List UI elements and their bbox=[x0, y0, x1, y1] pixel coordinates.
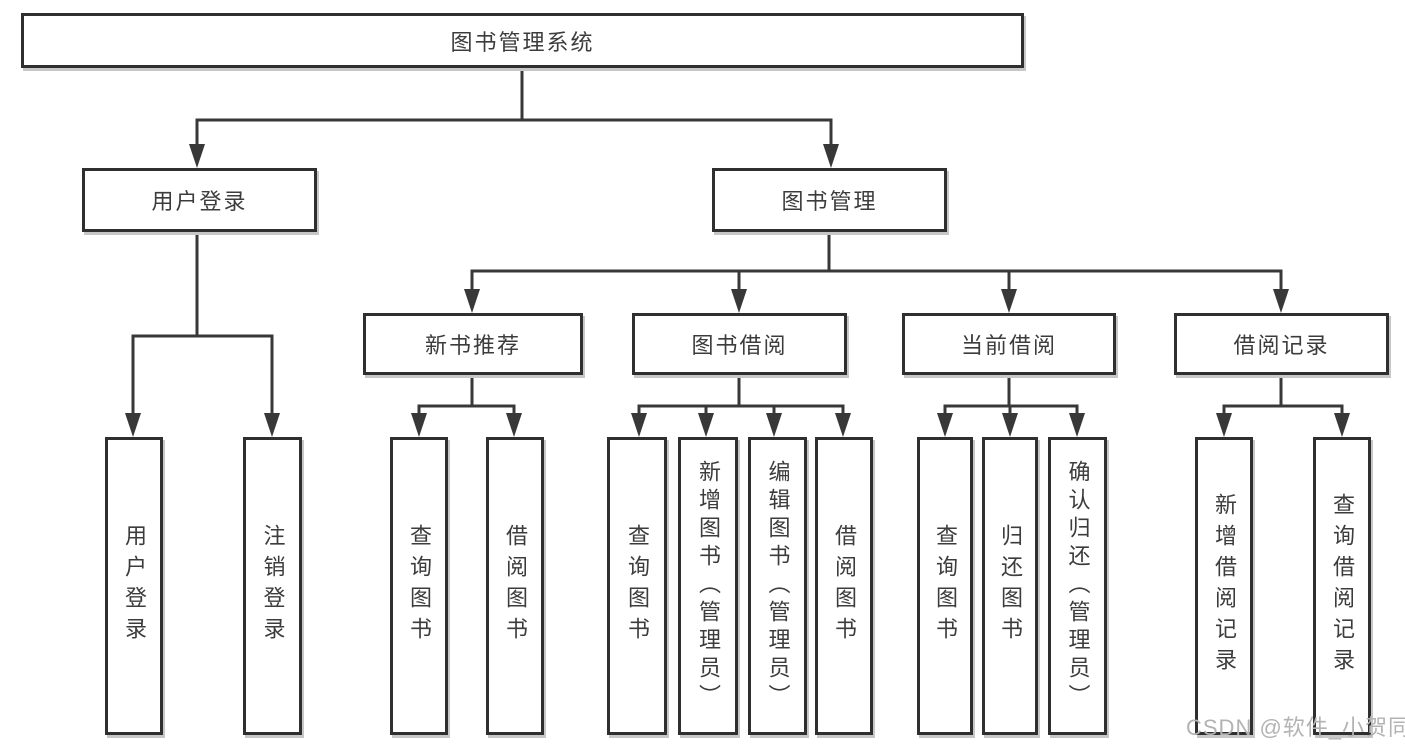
leaf-query-books-borrow-label: 查询图书 bbox=[625, 524, 650, 648]
book-borrowing-node-label: 图书借阅 bbox=[691, 333, 788, 358]
leaf-query-books-borrow: 查询图书 bbox=[607, 437, 667, 735]
leaf-confirm-return-admin-label: 确认归还（管理员） bbox=[1065, 460, 1091, 712]
user-login-node: 用户登录 bbox=[82, 168, 317, 232]
current-borrowing-node-label: 当前借阅 bbox=[960, 333, 1057, 358]
borrowing-records-node: 借阅记录 bbox=[1174, 313, 1389, 375]
borrowing-records-node-label: 借阅记录 bbox=[1233, 333, 1330, 358]
leaf-add-books-admin: 新增图书（管理员） bbox=[678, 437, 738, 735]
leaf-user-login: 用户登录 bbox=[105, 437, 163, 735]
root-node-library-management-system: 图书管理系统 bbox=[21, 13, 1024, 68]
leaf-return-books: 归还图书 bbox=[982, 437, 1038, 735]
leaf-query-books-current-label: 查询图书 bbox=[933, 524, 958, 648]
leaf-query-borrow-record: 查询借阅记录 bbox=[1313, 437, 1371, 735]
leaf-logout: 注销登录 bbox=[243, 437, 302, 735]
leaf-borrow-books-recommend-label: 借阅图书 bbox=[503, 524, 528, 648]
leaf-confirm-return-admin: 确认归还（管理员） bbox=[1048, 437, 1107, 735]
leaf-query-borrow-record-label: 查询借阅记录 bbox=[1330, 493, 1355, 679]
leaf-edit-books-admin-label: 编辑图书（管理员） bbox=[765, 460, 791, 712]
new-book-recommend-node: 新书推荐 bbox=[363, 313, 583, 375]
leaf-add-borrow-record: 新增借阅记录 bbox=[1195, 437, 1253, 735]
user-login-node-label: 用户登录 bbox=[151, 189, 248, 214]
leaf-query-books-recommend-label: 查询图书 bbox=[407, 524, 432, 648]
current-borrowing-node: 当前借阅 bbox=[902, 313, 1116, 375]
book-management-node: 图书管理 bbox=[712, 168, 947, 232]
leaf-add-books-admin-label: 新增图书（管理员） bbox=[696, 460, 721, 712]
leaf-user-login-label: 用户登录 bbox=[122, 524, 147, 648]
leaf-add-borrow-record-label: 新增借阅记录 bbox=[1212, 493, 1237, 679]
new-book-recommend-node-label: 新书推荐 bbox=[424, 333, 521, 358]
leaf-logout-label: 注销登录 bbox=[260, 524, 286, 648]
root-node-label: 图书管理系统 bbox=[450, 29, 595, 55]
leaf-query-books-recommend: 查询图书 bbox=[390, 437, 448, 735]
book-management-node-label: 图书管理 bbox=[781, 189, 878, 214]
leaf-borrow-books-recommend: 借阅图书 bbox=[486, 437, 544, 735]
book-borrowing-node: 图书借阅 bbox=[632, 313, 847, 375]
leaf-query-books-current: 查询图书 bbox=[917, 437, 973, 735]
leaf-borrow-books: 借阅图书 bbox=[815, 437, 873, 735]
leaf-borrow-books-label: 借阅图书 bbox=[832, 524, 857, 648]
leaf-edit-books-admin: 编辑图书（管理员） bbox=[748, 437, 807, 735]
csdn-watermark: CSDN @软件_小贺同学 bbox=[1186, 715, 1405, 740]
leaf-return-books-label: 归还图书 bbox=[998, 524, 1023, 648]
